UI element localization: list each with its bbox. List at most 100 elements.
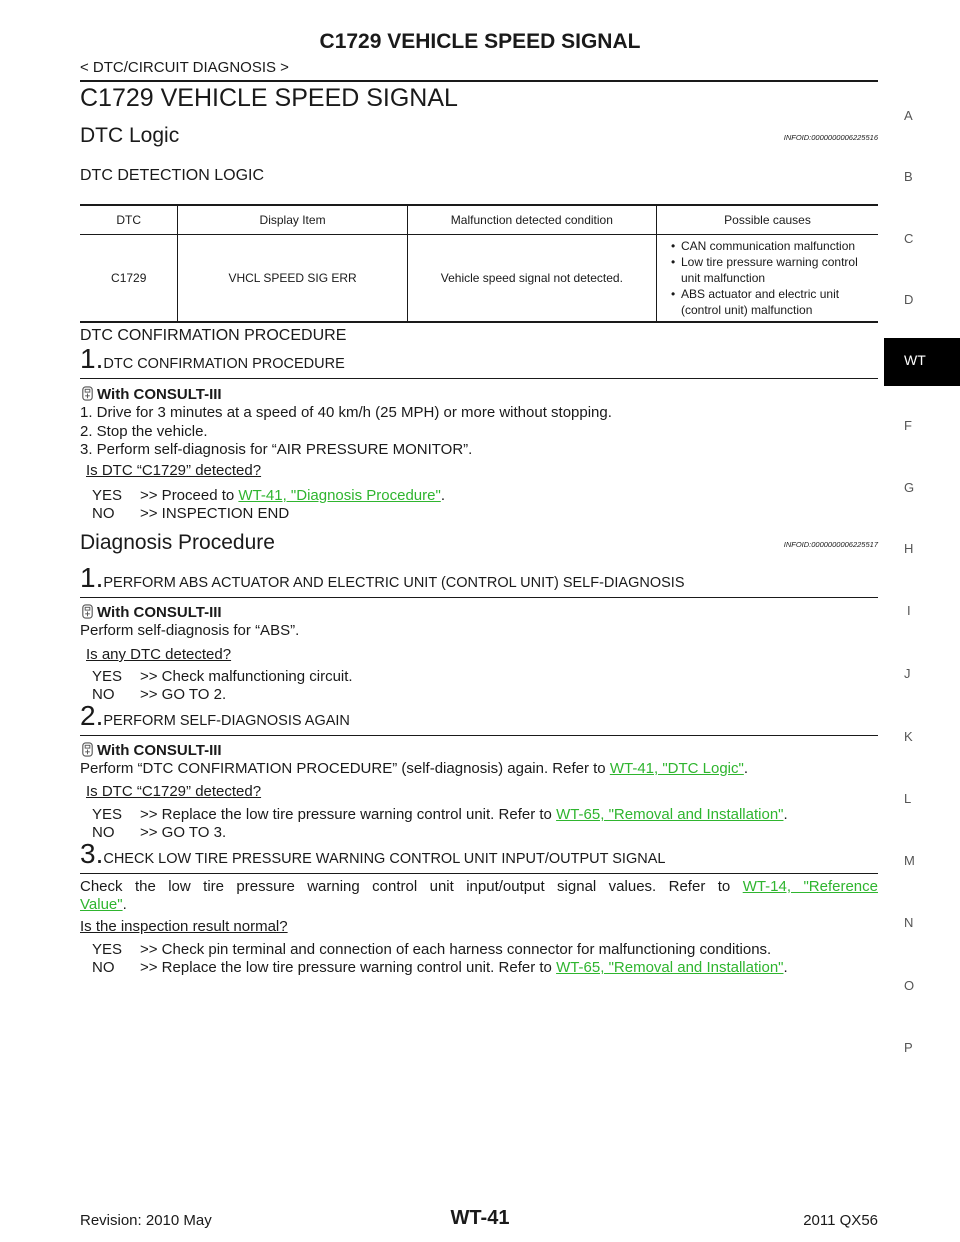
consult-tool-icon: [82, 742, 93, 757]
no-text: >> Replace the low tire pressure warning…: [140, 959, 552, 976]
side-index-g[interactable]: G: [904, 480, 915, 495]
procedure-item-2: 2. Stop the vehicle.: [80, 423, 208, 440]
side-index-i[interactable]: I: [907, 603, 911, 618]
side-index-wt: WT: [904, 352, 926, 368]
list-item: CAN communication malfunction: [671, 238, 877, 254]
question-text: Is any DTC detected?: [86, 646, 232, 663]
footer-model: 2011 QX56: [803, 1212, 878, 1229]
with-consult-text: With CONSULT-III: [97, 742, 222, 759]
diag-step-1-heading: 1.PERFORM ABS ACTUATOR AND ELECTRIC UNIT…: [80, 562, 685, 594]
dtc-logic-infoid: INFOID:0000000006225516: [783, 133, 878, 142]
side-index-wt-tab[interactable]: WT: [884, 338, 960, 386]
link-diagnosis-procedure[interactable]: WT-41, "Diagnosis Procedure": [238, 487, 441, 504]
step-rule: [80, 597, 878, 598]
yes-label: YES: [92, 941, 123, 958]
no-label: NO: [92, 686, 115, 703]
question-text: Is DTC “C1729” detected?: [86, 462, 262, 479]
step-title: PERFORM SELF-DIAGNOSIS AGAIN: [103, 713, 350, 729]
col-causes: Possible causes: [656, 204, 878, 235]
yes-text: >> Check pin terminal and connection of …: [140, 941, 772, 958]
step-instruction: Check the low tire pressure warning cont…: [80, 878, 878, 895]
procedure-item-1: 1. Drive for 3 minutes at a speed of 40 …: [80, 404, 612, 421]
col-condition: Malfunction detected condition: [406, 204, 657, 235]
cell-display-item: VHCL SPEED SIG ERR: [177, 234, 408, 323]
list-item: Low tire pressure warning control unit m…: [671, 254, 877, 286]
cell-dtc: C1729: [80, 234, 178, 323]
diag-step-2-heading: 2.PERFORM SELF-DIAGNOSIS AGAIN: [80, 700, 350, 732]
footer-revision: Revision: 2010 May: [80, 1212, 212, 1229]
question-text: Is the inspection result normal?: [80, 918, 288, 935]
side-index-l[interactable]: L: [904, 791, 912, 806]
with-consult-label: With CONSULT-III: [80, 386, 222, 403]
no-label: NO: [92, 505, 115, 522]
side-index-m[interactable]: M: [904, 853, 915, 868]
side-index-c[interactable]: C: [904, 231, 914, 246]
dtc-table: DTC Display Item Malfunction detected co…: [80, 204, 878, 323]
side-index-a[interactable]: A: [904, 108, 913, 123]
yes-label: YES: [92, 806, 123, 823]
dtc-logic-heading: DTC Logic: [80, 124, 180, 147]
link-reference-value[interactable]: WT-14, "Reference: [742, 878, 878, 895]
procedure-item-3: 3. Perform self-diagnosis for “AIR PRESS…: [80, 441, 473, 458]
instruction-text: Perform “DTC CONFIRMATION PROCEDURE” (se…: [80, 760, 606, 777]
no-label: NO: [92, 959, 115, 976]
diag-step-3-heading: 3.CHECK LOW TIRE PRESSURE WARNING CONTRO…: [80, 838, 665, 870]
yes-text: >> Check malfunctioning circuit.: [140, 668, 353, 685]
side-index-p[interactable]: P: [904, 1040, 913, 1055]
no-text: >> GO TO 3.: [140, 824, 227, 841]
side-index-o[interactable]: O: [904, 978, 915, 993]
link-reference-value-cont[interactable]: Value": [80, 896, 123, 913]
step-rule: [80, 378, 878, 379]
section-title: C1729 VEHICLE SPEED SIGNAL: [80, 84, 458, 112]
side-index-d[interactable]: D: [904, 292, 914, 307]
step-title: DTC CONFIRMATION PROCEDURE: [103, 356, 345, 372]
step-rule: [80, 735, 878, 736]
causes-list: CAN communication malfunction Low tire p…: [667, 238, 877, 318]
no-line: >> Replace the low tire pressure warning…: [140, 959, 788, 976]
with-consult-label: With CONSULT-III: [80, 742, 222, 759]
yes-label: YES: [92, 487, 123, 504]
col-dtc: DTC: [80, 204, 178, 235]
side-index-f[interactable]: F: [904, 418, 912, 433]
consult-tool-icon: [82, 604, 93, 619]
confirm-step-1-heading: 1.DTC CONFIRMATION PROCEDURE: [80, 343, 345, 375]
step-title: CHECK LOW TIRE PRESSURE WARNING CONTROL …: [103, 851, 666, 867]
link-dtc-logic[interactable]: WT-41, "DTC Logic": [609, 760, 744, 777]
header-rule: [80, 80, 878, 82]
list-item: ABS actuator and electric unit (control …: [671, 286, 861, 318]
table-row: C1729 VHCL SPEED SIG ERR Vehicle speed s…: [80, 234, 878, 323]
step-rule: [80, 873, 878, 874]
with-consult-text: With CONSULT-III: [97, 604, 222, 621]
yes-text: >> Replace the low tire pressure warning…: [140, 806, 552, 823]
side-index-h[interactable]: H: [904, 541, 914, 556]
yes-text: >> Proceed to: [140, 487, 235, 504]
step-number: 3.: [80, 838, 104, 869]
side-index-j[interactable]: J: [904, 666, 911, 681]
consult-tool-icon: [82, 386, 93, 401]
yes-label: YES: [92, 668, 123, 685]
dtc-detection-heading: DTC DETECTION LOGIC: [80, 167, 265, 184]
step-instruction: Perform self-diagnosis for “ABS”.: [80, 622, 300, 639]
no-text: >> INSPECTION END: [140, 505, 290, 522]
dtc-confirmation-heading: DTC CONFIRMATION PROCEDURE: [80, 327, 347, 344]
yes-line: >> Replace the low tire pressure warning…: [140, 806, 788, 823]
diagnosis-infoid: INFOID:0000000006225517: [783, 540, 878, 549]
step-instruction-cont: Value".: [80, 896, 127, 913]
breadcrumb: < DTC/CIRCUIT DIAGNOSIS >: [80, 59, 289, 76]
with-consult-label: With CONSULT-III: [80, 604, 222, 621]
cell-condition: Vehicle speed signal not detected.: [406, 234, 657, 323]
side-index-b[interactable]: B: [904, 169, 913, 184]
link-removal-installation[interactable]: WT-65, "Removal and Installation": [556, 959, 784, 976]
link-removal-installation[interactable]: WT-65, "Removal and Installation": [556, 806, 784, 823]
step-number: 1.: [80, 562, 104, 593]
diagnosis-procedure-heading: Diagnosis Procedure: [80, 531, 275, 554]
side-index-n[interactable]: N: [904, 915, 914, 930]
page-header-title: C1729 VEHICLE SPEED SIGNAL: [319, 30, 641, 53]
no-text: >> GO TO 2.: [140, 686, 227, 703]
side-index-k[interactable]: K: [904, 729, 913, 744]
col-display-item: Display Item: [177, 204, 408, 235]
instruction-text: Check the low tire pressure warning cont…: [80, 878, 731, 895]
footer-page-number: WT-41: [450, 1207, 510, 1229]
question-text: Is DTC “C1729” detected?: [86, 783, 262, 800]
yes-line: >> Proceed to WT-41, "Diagnosis Procedur…: [140, 487, 445, 504]
